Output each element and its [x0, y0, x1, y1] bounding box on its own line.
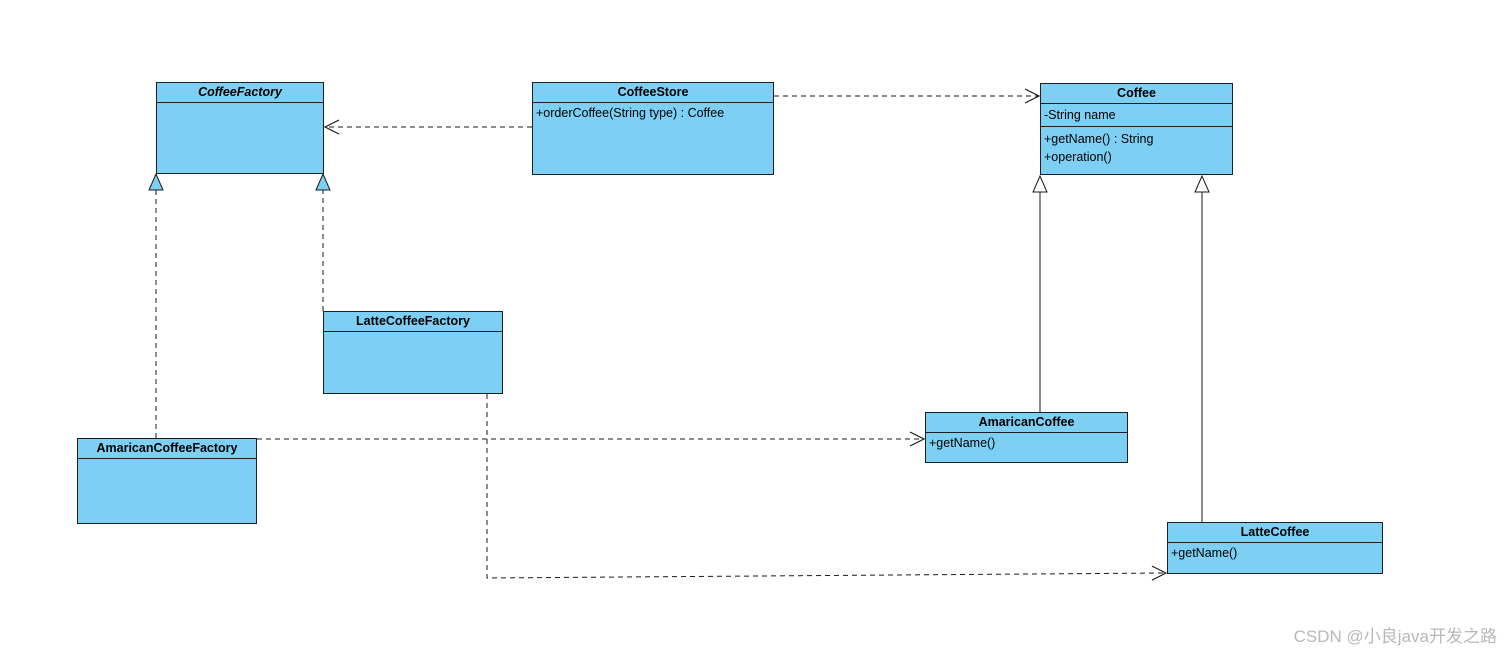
class-latte-coffee-methods: +getName() — [1168, 543, 1382, 563]
class-coffee-attributes: -String name — [1041, 104, 1232, 127]
method-operation: +operation() — [1044, 150, 1112, 164]
class-coffee-name: Coffee — [1041, 84, 1232, 104]
class-latte-coffee-name: LatteCoffee — [1168, 523, 1382, 543]
class-coffee-factory-name: CoffeeFactory — [157, 83, 323, 103]
class-coffee[interactable]: Coffee -String name +getName() : String … — [1040, 83, 1233, 175]
class-coffee-store-name: CoffeeStore — [533, 83, 773, 103]
method-order-coffee: +orderCoffee(String type) : Coffee — [536, 106, 725, 120]
class-latte-coffee-factory[interactable]: LatteCoffeeFactory — [323, 311, 503, 394]
class-coffee-store[interactable]: CoffeeStore +orderCoffee(String type) : … — [532, 82, 774, 175]
class-american-coffee-factory-name: AmaricanCoffeeFactory — [78, 439, 256, 459]
realization-triangle-american — [148, 172, 164, 191]
realization-triangle-latte — [315, 172, 331, 191]
attribute-name: -String name — [1044, 108, 1116, 122]
class-american-coffee-name: AmaricanCoffee — [926, 413, 1127, 433]
dependency-latte-factory-to-coffee — [486, 394, 1166, 578]
class-latte-coffee[interactable]: LatteCoffee +getName() — [1167, 522, 1383, 574]
watermark: CSDN @小良java开发之路 — [1293, 627, 1497, 646]
method-get-name: +getName() — [1171, 546, 1238, 560]
method-get-name: +getName() — [929, 436, 996, 450]
class-latte-coffee-factory-name: LatteCoffeeFactory — [324, 312, 502, 332]
generalization-triangle-latte — [1194, 174, 1210, 193]
class-american-coffee-factory[interactable]: AmaricanCoffeeFactory — [77, 438, 257, 524]
class-american-coffee[interactable]: AmaricanCoffee +getName() — [925, 412, 1128, 463]
method-get-name: +getName() : String — [1044, 132, 1154, 146]
class-coffee-factory[interactable]: CoffeeFactory — [156, 82, 324, 174]
generalization-triangle-american — [1032, 174, 1048, 193]
class-coffee-store-methods: +orderCoffee(String type) : Coffee — [533, 103, 773, 123]
class-american-coffee-methods: +getName() — [926, 433, 1127, 453]
class-coffee-methods: +getName() : String +operation() — [1041, 127, 1232, 167]
